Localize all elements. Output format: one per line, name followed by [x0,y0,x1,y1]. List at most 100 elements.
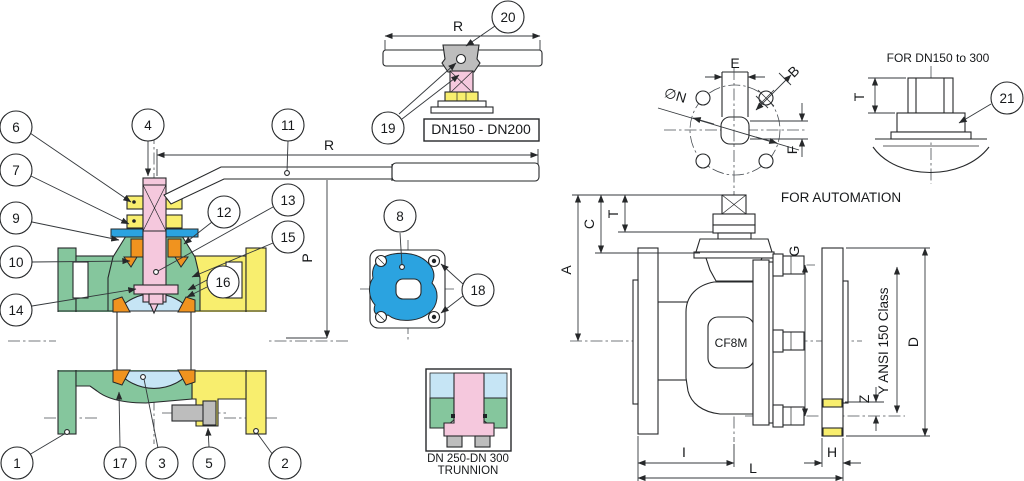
outline-view: CF8M FOR AUTOMATION A C T G [558,68,930,481]
automation-label: FOR AUTOMATION [781,190,901,205]
svg-text:12: 12 [216,205,231,220]
trunnion-foot-right [474,435,491,448]
svg-text:4: 4 [144,118,152,133]
flow-bore [56,312,268,370]
dim-label-c: C [581,219,597,229]
dim-label-t-detail: T [851,92,867,101]
drain-plug [171,404,205,422]
handle-grip [391,162,540,182]
stem-nut-detail-view: FOR DN150 to 300 T [851,51,990,184]
callout-21: 21 [958,81,1024,124]
range-box-label: DN150 - DN200 [431,121,531,137]
stem-tip [149,303,159,315]
stem-tee [133,284,179,295]
callout-9: 9 [0,201,120,242]
dim-label-f: F [784,146,800,155]
callout-16: 16 [186,265,240,299]
svg-text:17: 17 [112,456,127,471]
stem-hex-nut [907,77,954,114]
svg-text:6: 6 [12,120,20,135]
dim-label-a: A [558,265,574,275]
pad-hole-3 [695,153,711,169]
callout-8: 8 [383,199,417,270]
dim-label-h: H [827,444,837,460]
detail-nuts [444,91,479,102]
pad-hole-4 [758,153,774,169]
trunnion-foot-left [446,435,463,448]
packing-right [167,238,182,258]
outline-flange-right [821,247,844,437]
stem-stub [148,293,164,305]
range-box [423,118,540,142]
dim-label-z: Z [856,394,872,403]
gasket-face-upper [822,398,843,408]
trunnion-post [443,372,495,437]
dim-label-r: R [324,137,334,153]
dim-label-p: P [299,253,315,262]
callout-14: 14 [0,287,137,327]
handle-detail-view: R DN150 - DN200 [382,18,543,142]
dim-label-g: G [786,246,802,257]
packing-left [130,238,145,258]
svg-text:13: 13 [280,193,295,208]
callout-19: 19 [371,62,460,145]
svg-text:21: 21 [999,91,1014,106]
joint-flange-plate [752,259,770,426]
callout-10: 10 [0,245,131,279]
stem-nut-4 [165,214,183,229]
svg-text:1: 1 [13,456,21,471]
dim-label-d: D [905,337,921,347]
material-label: CF8M [715,336,748,350]
outline-gland-flange [695,238,773,253]
trunnion-label-1: DN 250-DN 300 [427,453,509,465]
svg-text:15: 15 [280,230,295,245]
drain-plug-head [202,400,217,426]
cross-section-view: R P [8,132,540,444]
callout-1: 1 [0,429,70,480]
outline-pad-plate [693,251,775,259]
dim-label-r-detail: R [453,18,463,34]
bolt-recess-left [72,261,89,299]
callout-17: 17 [103,391,137,480]
dim-label-b: B [785,63,803,81]
pad-hole-1 [695,90,711,106]
stem-detail-label: FOR DN150 to 300 [887,51,990,65]
trunnion-label-2: TRUNNION [438,465,499,477]
seat-bottom-right [177,369,196,386]
callout-5: 5 [192,427,226,480]
svg-text:20: 20 [500,10,515,25]
dim-label-i: I [682,444,686,460]
gasket-face-lower [822,427,843,437]
bolt-circle [689,84,781,176]
svg-text:11: 11 [281,118,295,133]
dim-label-e: E [730,55,739,71]
body-dome [872,146,990,173]
svg-text:2: 2 [281,456,289,471]
seat-bottom-left [112,369,131,386]
callout-12: 12 [183,195,241,245]
callout-4: 4 [131,108,165,177]
svg-text:19: 19 [380,121,395,136]
dim-label-l: L [749,460,757,476]
svg-text:8: 8 [396,209,404,224]
callout-18: 18 [440,263,495,314]
callout-7: 7 [0,153,130,225]
callout-15: 15 [191,220,305,278]
svg-text:18: 18 [470,283,485,298]
outline-hub [657,301,691,381]
stem-slot [395,278,422,300]
dim-label-n: ∅N [662,84,688,106]
seat-top-right [177,296,196,313]
svg-text:9: 9 [12,211,20,226]
stem [142,177,167,303]
svg-text:3: 3 [158,456,166,471]
joint-bolt-mid [772,329,805,353]
dim-label-t: T [605,209,621,218]
outline-flange-left [637,247,659,435]
joint-bolt-bottom [772,404,805,428]
trunnion-detail-view: DN 250-DN 300 TRUNNION [425,368,512,477]
svg-text:5: 5 [205,456,213,471]
svg-text:10: 10 [8,255,23,270]
